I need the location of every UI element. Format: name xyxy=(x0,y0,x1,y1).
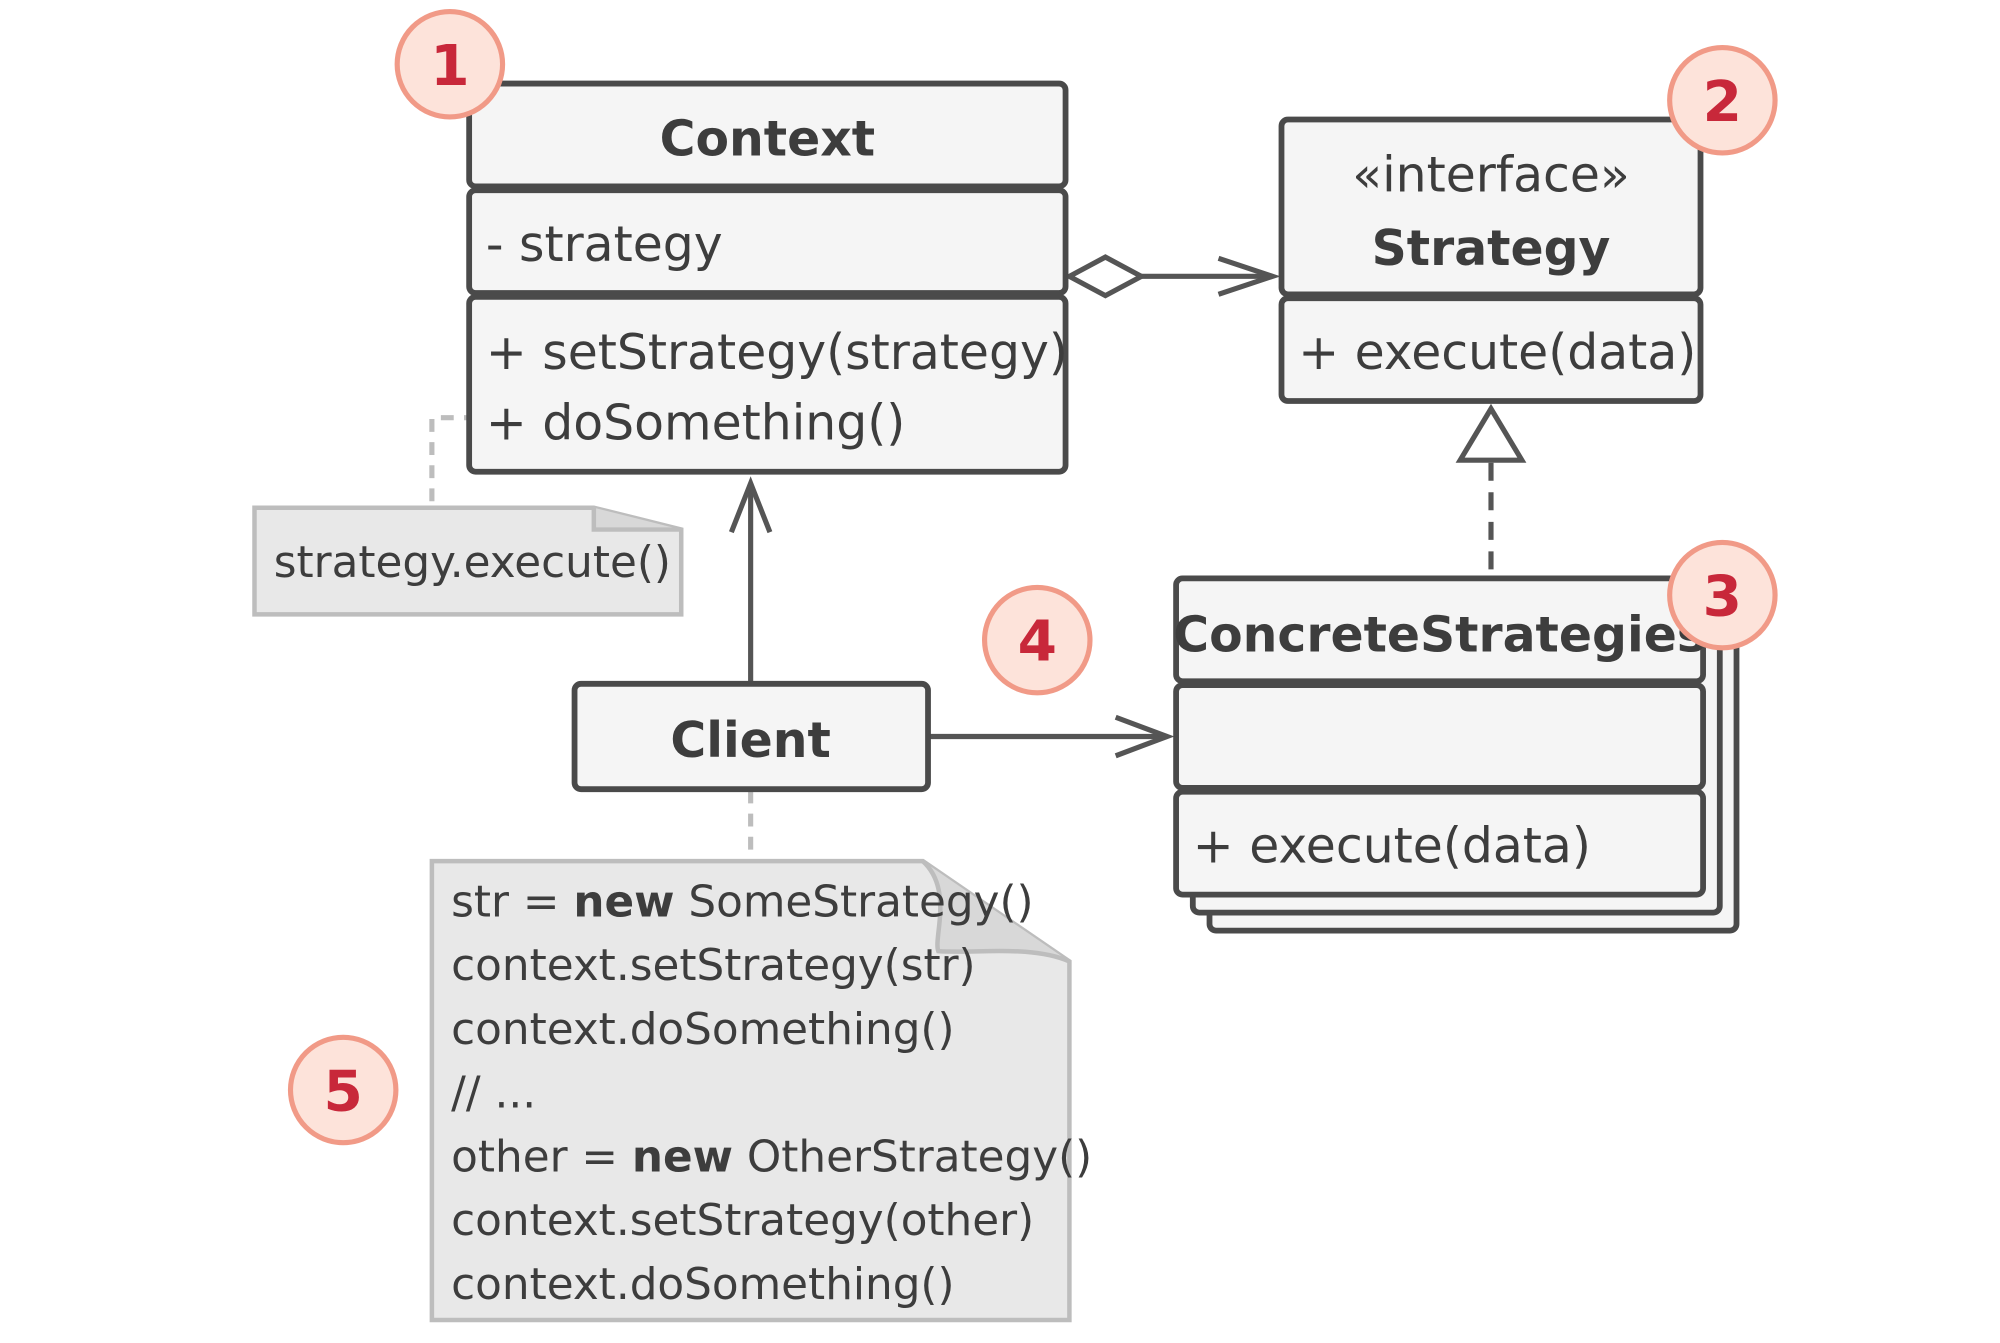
context-title: Context xyxy=(660,111,875,168)
concrete-strategies-class: ConcreteStrategies + execute(data) xyxy=(1173,575,1740,934)
badge-3-label: 3 xyxy=(1703,565,1742,630)
concrete-field-compartment xyxy=(1173,682,1706,791)
badge-5: 5 xyxy=(287,1034,399,1146)
badge-4: 4 xyxy=(982,584,1093,696)
context-method-dosomething: + doSomething() xyxy=(486,395,905,452)
client-class: Client xyxy=(571,680,931,793)
concrete-method-execute: + execute(data) xyxy=(1193,817,1591,874)
strategy-title-compartment xyxy=(1278,116,1704,298)
client-note-line-6: context.setStrategy(other) xyxy=(451,1195,1034,1246)
client-note-lines: str = new SomeStrategy() context.setStrat… xyxy=(451,876,1092,1310)
strategy-method-execute: + execute(data) xyxy=(1298,324,1696,381)
client-note-line-5-pre: other = xyxy=(451,1131,632,1182)
client-note-line-4-pre: // ... xyxy=(451,1068,536,1119)
context-note-text: strategy.execute() xyxy=(274,537,671,588)
client-note-line-1-post: SomeStrategy() xyxy=(674,876,1033,927)
context-method-setstrategy: + setStrategy(strategy) xyxy=(486,324,1068,381)
client-note-line-1: str = new SomeStrategy() xyxy=(451,876,1033,927)
client-note-line-3-pre: context.doSomething() xyxy=(451,1004,954,1055)
badge-2-label: 2 xyxy=(1703,70,1742,135)
context-title-compartment xyxy=(466,80,1069,190)
client-note-line-5-post: OtherStrategy() xyxy=(733,1131,1092,1182)
badges: 1 2 3 4 5 xyxy=(287,8,1778,1146)
context-field-strategy: - strategy xyxy=(486,216,723,273)
client-title: Client xyxy=(670,712,831,769)
context-note-link xyxy=(429,415,470,502)
client-note-line-7-pre: context.doSomething() xyxy=(451,1259,954,1310)
client-note-line-1-kw: new xyxy=(573,876,674,927)
context-note: strategy.execute() xyxy=(252,505,684,617)
context-field-compartment xyxy=(466,187,1069,296)
badge-1-label: 1 xyxy=(430,34,469,99)
client-note-line-5-kw: new xyxy=(632,1131,733,1182)
client-note-line-4: // ... xyxy=(451,1068,536,1119)
client-note: str = new SomeStrategy() context.setStrat… xyxy=(429,858,1092,1323)
aggregation-arrowhead xyxy=(1217,255,1281,297)
connectors xyxy=(429,254,1527,859)
client-note-line-6-pre: context.setStrategy(other) xyxy=(451,1195,1034,1246)
concrete-method-compartment xyxy=(1173,788,1706,898)
concrete-title: ConcreteStrategies xyxy=(1173,607,1706,664)
client-concrete-arrowhead xyxy=(1114,714,1175,759)
context-method-compartment xyxy=(466,294,1069,475)
client-note-line-7: context.doSomething() xyxy=(451,1259,954,1310)
badge-2: 2 xyxy=(1667,44,1778,156)
client-note-line-2-pre: context.setStrategy(str) xyxy=(451,940,975,991)
aggregation-diamond xyxy=(1063,254,1147,299)
strategy-stereotype: «interface» xyxy=(1352,147,1630,204)
client-note-line-2: context.setStrategy(str) xyxy=(451,940,975,991)
badge-4-label: 4 xyxy=(1018,610,1057,675)
context-class: Context - strategy + setStrategy(strateg… xyxy=(466,80,1069,475)
badge-1: 1 xyxy=(394,8,506,120)
client-note-line-1-pre: str = xyxy=(451,876,573,927)
badge-3: 3 xyxy=(1667,539,1778,651)
client-box xyxy=(571,680,931,793)
client-note-line-5: other = new OtherStrategy() xyxy=(451,1131,1092,1182)
badge-5-label: 5 xyxy=(324,1060,363,1125)
strategy-title: Strategy xyxy=(1372,220,1611,277)
strategy-method-compartment xyxy=(1278,295,1704,404)
client-context-arrowhead xyxy=(728,476,773,534)
implementation-triangle xyxy=(1455,403,1527,463)
strategy-interface: «interface» Strategy + execute(data) xyxy=(1278,116,1704,404)
client-note-line-3: context.doSomething() xyxy=(451,1004,954,1055)
